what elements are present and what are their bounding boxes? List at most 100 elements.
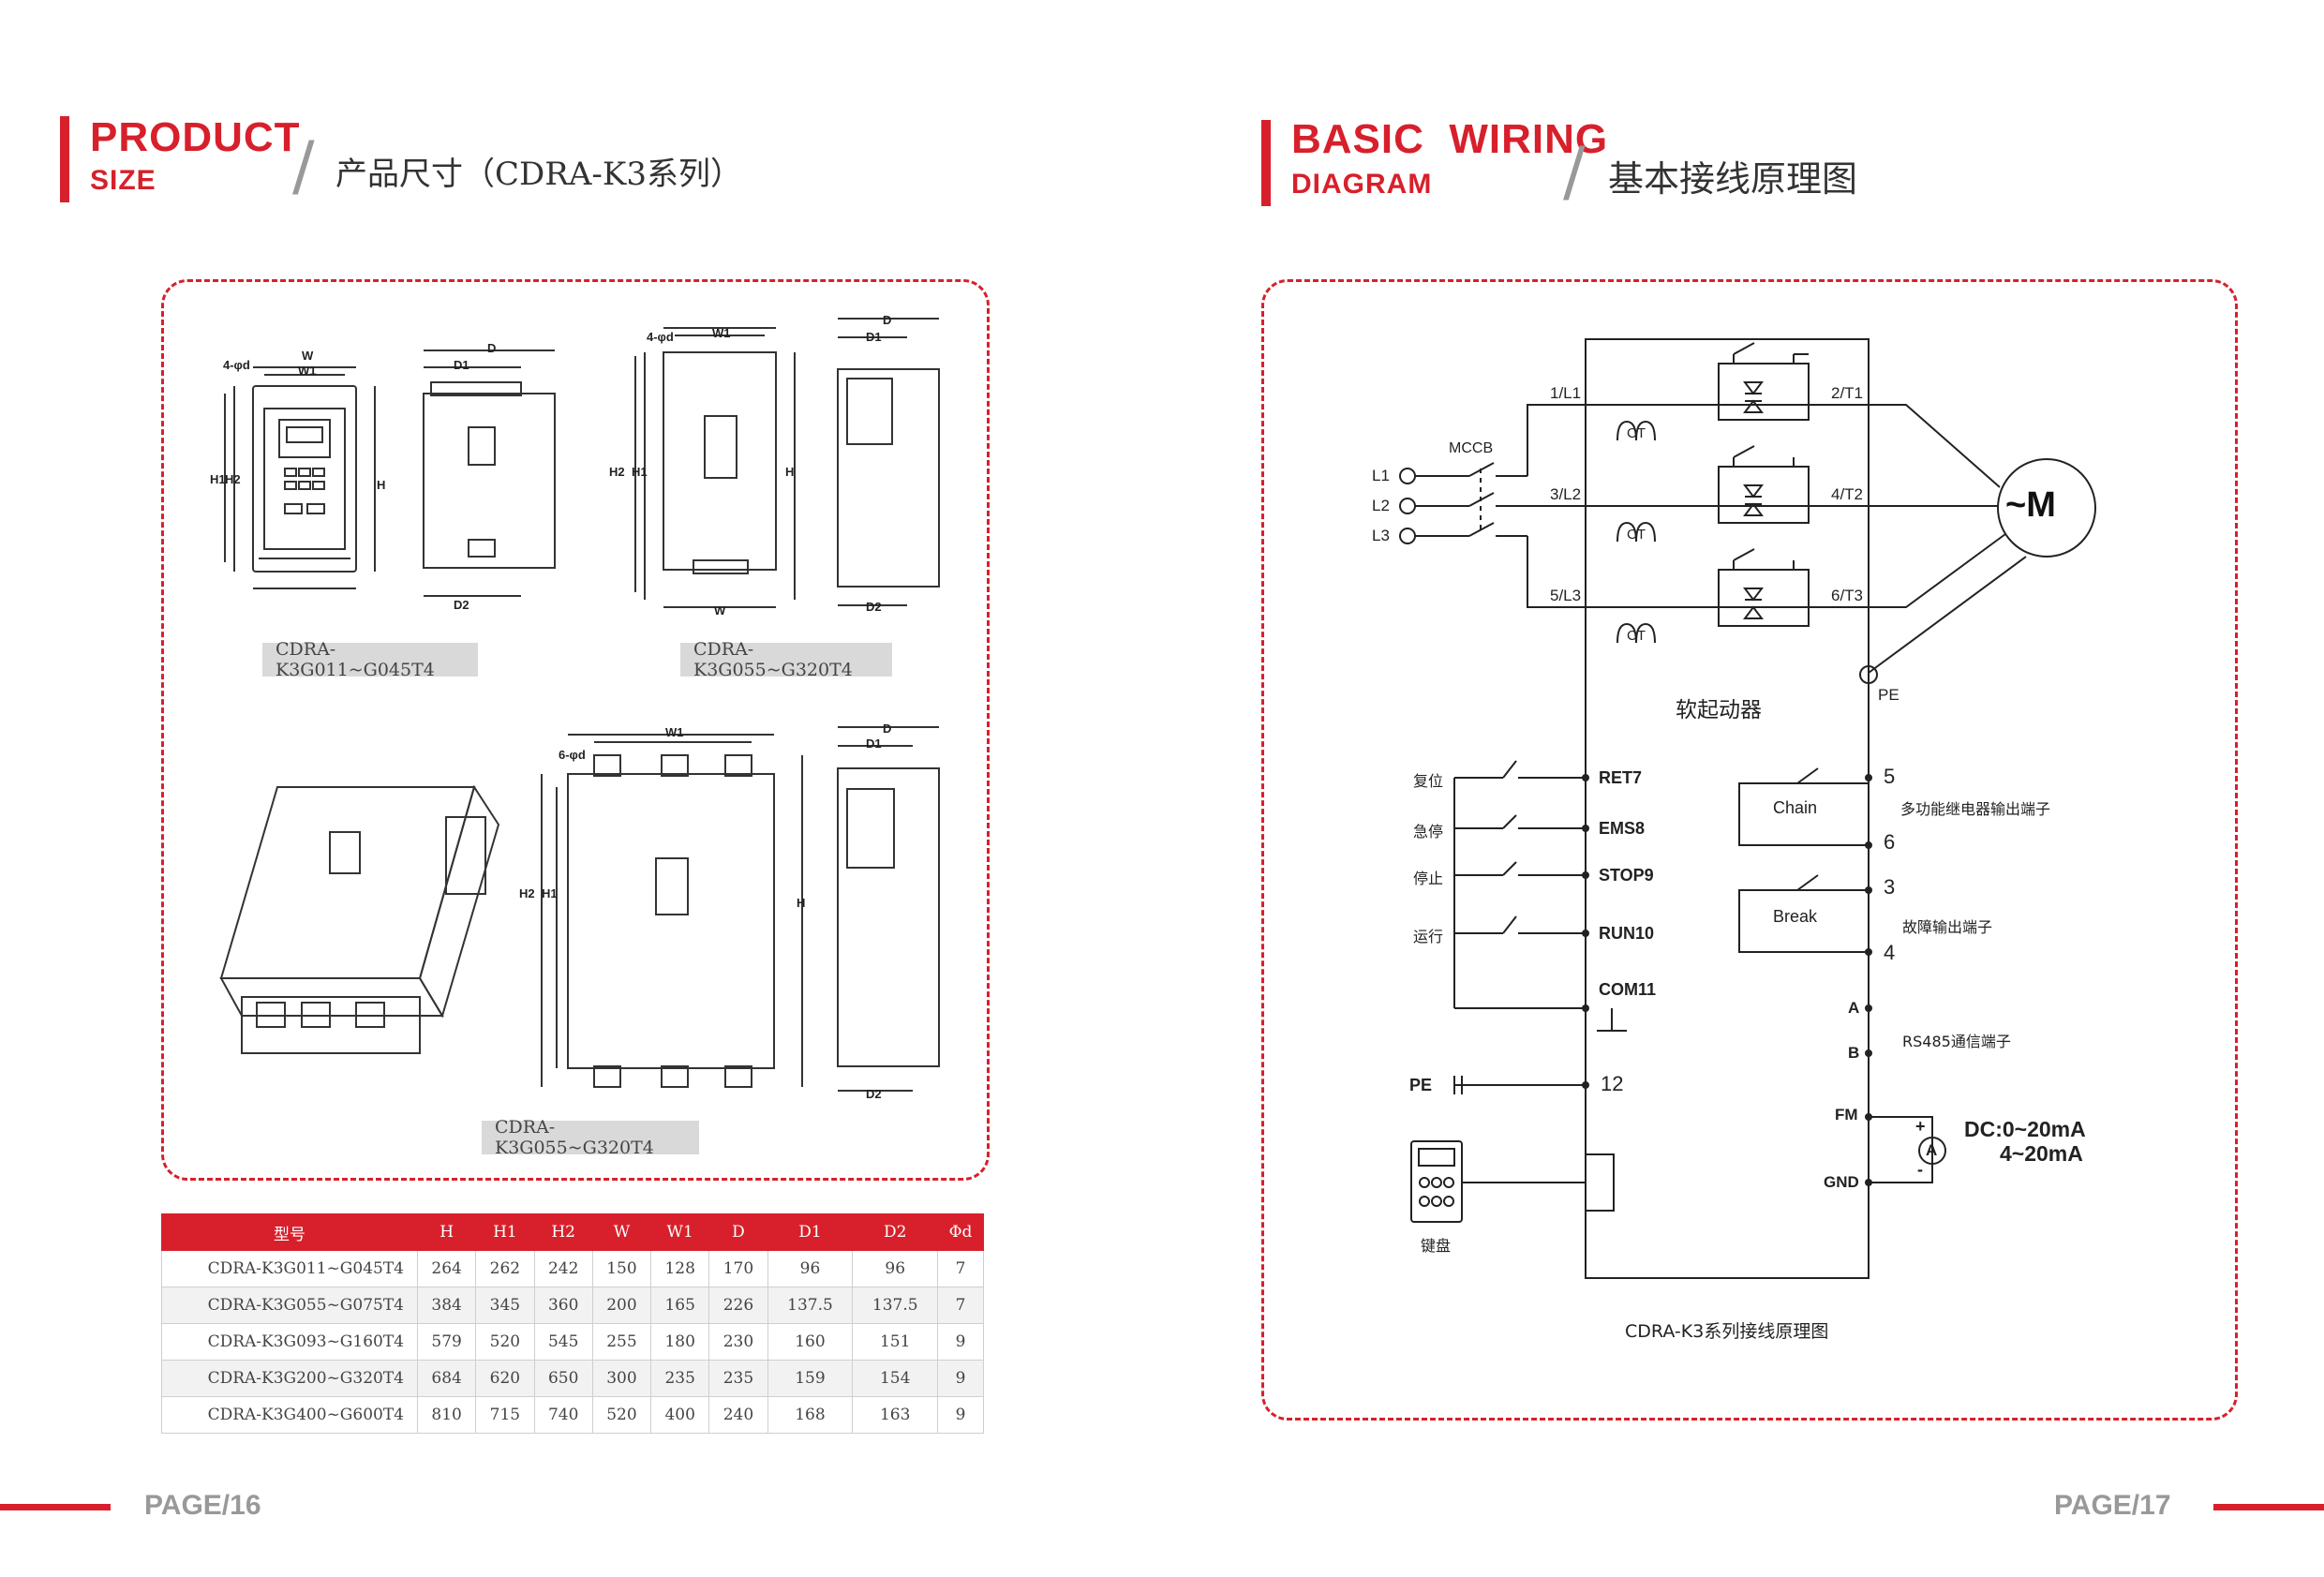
label-terminal-a: A: [1848, 999, 1860, 1017]
table-cell: 9: [937, 1396, 984, 1434]
ct-3: [1616, 622, 1656, 644]
dim-label-d2-3: D2: [866, 1087, 882, 1101]
terminal-l3: [1399, 528, 1416, 544]
label-terminal-6: 6: [1884, 830, 1896, 854]
left-title-cn: 产品尺寸（CDRA-K3系列）: [335, 156, 742, 193]
drawing-large-front: [541, 734, 803, 1088]
dim-label-hole-2: 4-φd: [647, 330, 674, 344]
label-l3: L3: [1372, 527, 1390, 544]
label-pe-top: PE: [1878, 686, 1899, 704]
label-reset: 复位: [1413, 772, 1444, 790]
dim-label-h-3: H: [797, 896, 806, 910]
right-title-cn: 基本接线原理图: [1608, 158, 1858, 200]
dim-label-d1-2: D1: [866, 330, 882, 344]
dim-label-d2-1: D2: [454, 598, 469, 612]
dim-label-h-2: H: [785, 465, 795, 479]
dim-label-h2-3: H2: [519, 886, 535, 900]
label-relay-note: 多功能继电器输出端子: [1900, 800, 2051, 818]
table-cell: 168: [767, 1396, 854, 1434]
drawing-large-side: [837, 726, 940, 1092]
left-title-en-1: PRODUCT: [90, 114, 301, 160]
table-cell: CDRA-K3G400~G600T4: [161, 1396, 418, 1434]
label-terminal-5: 5: [1884, 765, 1896, 788]
thyristor-module-2: [1718, 445, 1810, 524]
table-header: H: [416, 1213, 477, 1251]
table-cell: 345: [475, 1287, 535, 1324]
dimension-table: 型号 H H1 H2 W W1 D D1 D2 Φd CDRA-K3G011~G…: [161, 1213, 984, 1434]
dim-label-hole-1: 4-φd: [223, 358, 250, 372]
dim-label-h1-3: H1: [542, 886, 558, 900]
drawing-large-isometric: [219, 784, 500, 1054]
drawing-caption-1: CDRA-K3G011~G045T4: [262, 639, 478, 680]
label-out-t2: 4/T2: [1831, 485, 1864, 503]
table-cell: 384: [416, 1287, 477, 1324]
wiring-diagram-frame: [1261, 279, 2238, 1421]
dim-label-h2-1: H2: [225, 472, 241, 486]
label-fm: FM: [1835, 1106, 1858, 1123]
table-cell: 242: [533, 1250, 593, 1287]
dim-label-d2-2: D2: [866, 600, 882, 614]
table-cell: 545: [533, 1323, 593, 1361]
right-footer-bar: [2213, 1504, 2324, 1510]
table-header-row: 型号 H H1 H2 W W1 D D1 D2 Φd: [161, 1213, 984, 1251]
label-rs485: RS485通信端子: [1902, 1033, 2011, 1050]
dim-label-h1-2: H1: [632, 465, 648, 479]
table-cell: 235: [650, 1360, 710, 1397]
label-mccb: MCCB: [1449, 440, 1494, 456]
label-l1: L1: [1372, 467, 1390, 484]
dim-label-w-1: W: [302, 349, 314, 363]
label-fault-note: 故障输出端子: [1902, 918, 1993, 936]
thyristor-module-3: [1718, 548, 1810, 627]
label-keypad: 键盘: [1421, 1237, 1452, 1255]
break-relay-box: [1738, 889, 1870, 953]
dimension-drawings-frame: [161, 279, 990, 1181]
label-in-l2: 3/L2: [1550, 485, 1582, 503]
table-cell: 137.5: [852, 1287, 939, 1324]
label-chain: Chain: [1773, 798, 1818, 817]
drawing-medium-side: [837, 318, 940, 606]
table-header: H2: [533, 1213, 593, 1251]
label-break: Break: [1773, 907, 1818, 926]
ct-2: [1616, 521, 1656, 543]
left-header-bar: [60, 116, 69, 202]
table-cell: CDRA-K3G011~G045T4: [161, 1250, 418, 1287]
label-terminal-3: 3: [1884, 875, 1896, 899]
dim-label-d-1: D: [487, 341, 497, 355]
table-cell: 715: [475, 1396, 535, 1434]
drawing-caption-2: CDRA-K3G055~G320T4: [680, 639, 892, 680]
table-cell: 230: [708, 1323, 768, 1361]
dim-label-w1-3: W1: [665, 725, 684, 739]
table-header: Φd: [937, 1213, 984, 1251]
label-dc-range-1: DC:0~20mA: [1964, 1117, 2086, 1141]
dim-label-h-1: H: [377, 478, 386, 492]
left-footer-bar: [0, 1504, 111, 1510]
label-estop: 急停: [1413, 823, 1444, 841]
table-cell: 520: [475, 1323, 535, 1361]
table-cell: 620: [475, 1360, 535, 1397]
dim-label-hole-3: 6-φd: [559, 748, 586, 762]
label-terminal-4: 4: [1884, 941, 1896, 964]
table-cell: 128: [650, 1250, 710, 1287]
table-row: CDRA-K3G093~G160T4 579 520 545 255 180 2…: [161, 1323, 984, 1361]
table-cell: 96: [767, 1250, 854, 1287]
table-cell: 160: [767, 1323, 854, 1361]
label-in-l3: 5/L3: [1550, 587, 1582, 604]
label-plus: +: [1915, 1117, 1926, 1136]
table-cell: 9: [937, 1360, 984, 1397]
table-header: D1: [767, 1213, 854, 1251]
table-cell: 163: [852, 1396, 939, 1434]
terminal-l2: [1399, 498, 1416, 514]
right-header-bar: [1261, 120, 1271, 206]
label-out-t3: 6/T3: [1831, 587, 1864, 604]
label-stop9: STOP9: [1599, 866, 1654, 885]
table-cell: CDRA-K3G055~G075T4: [161, 1287, 418, 1324]
label-terminal-12: 12: [1601, 1072, 1624, 1095]
table-row: CDRA-K3G055~G075T4 384 345 360 200 165 2…: [161, 1287, 984, 1324]
wiring-diagram-caption: CDRA-K3系列接线原理图: [1625, 1321, 1829, 1342]
label-pe: PE: [1409, 1076, 1433, 1094]
table-cell: 200: [591, 1287, 652, 1324]
label-ct-1: CT: [1627, 425, 1646, 441]
table-row: CDRA-K3G200~G320T4 684 620 650 300 235 2…: [161, 1360, 984, 1397]
